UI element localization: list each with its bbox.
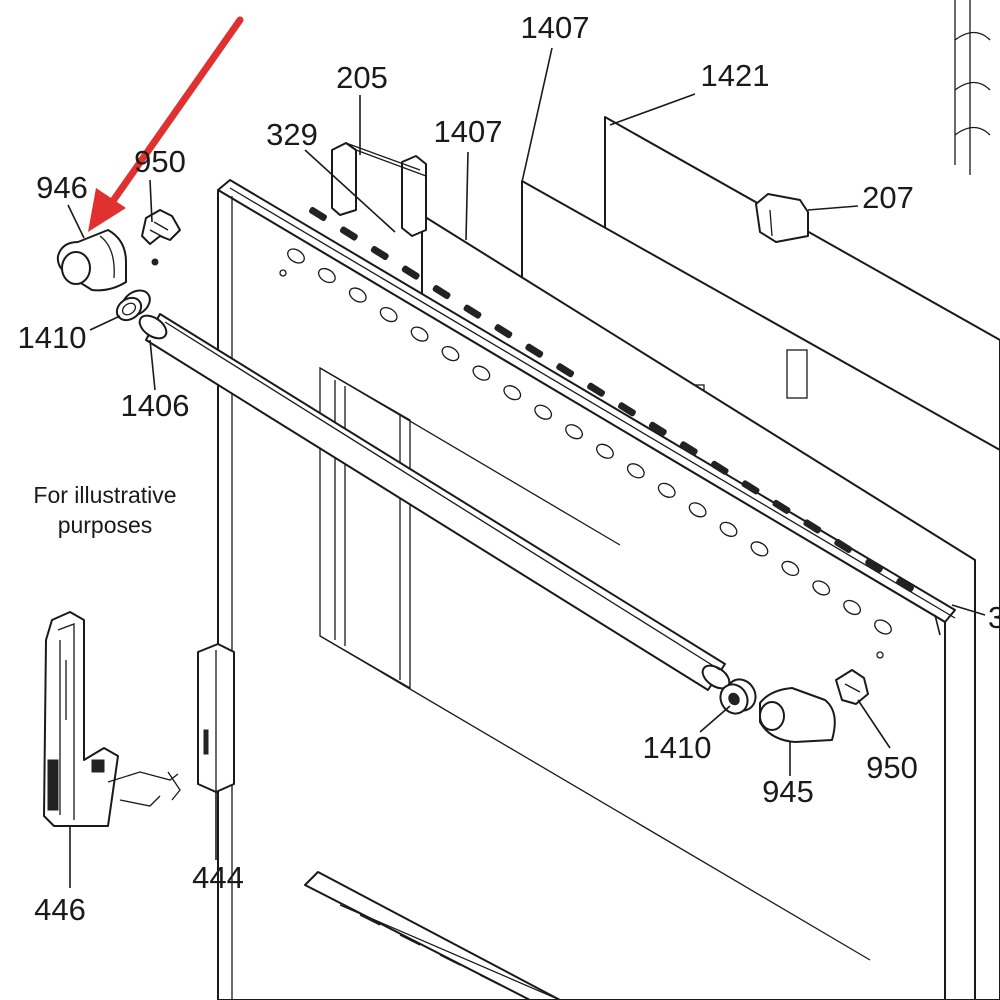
vent-slot xyxy=(617,402,636,417)
vent-slot xyxy=(648,421,667,436)
vent-slot xyxy=(896,577,914,593)
callout-3-partial: 3 xyxy=(988,600,1000,635)
vent-holes xyxy=(287,206,914,635)
bottom-trim-rail xyxy=(304,871,561,1000)
callout-444: 444 xyxy=(192,860,244,895)
callout-329: 329 xyxy=(266,117,318,152)
hinge-clip-950-right xyxy=(835,669,869,705)
vent-hole xyxy=(348,287,367,303)
hinge-clip-950-top xyxy=(141,209,181,266)
callout-1410-right: 1410 xyxy=(643,730,712,765)
vent-slot xyxy=(401,265,420,280)
vent-slot xyxy=(432,285,451,300)
vent-slot xyxy=(556,363,575,378)
callout-950-top: 950 xyxy=(134,144,186,179)
callout-945: 945 xyxy=(762,774,814,809)
vent-slot xyxy=(370,245,389,261)
vent-hole xyxy=(565,424,583,440)
vent-hole xyxy=(657,482,676,498)
bushing-1410-right xyxy=(719,678,757,715)
vent-hole xyxy=(626,463,645,479)
vent-hole xyxy=(874,619,892,635)
vent-slot xyxy=(772,499,791,514)
callout-1407-rear: 1407 xyxy=(521,10,590,45)
callout-446: 446 xyxy=(34,892,86,927)
vent-slot xyxy=(803,519,822,534)
vent-slot xyxy=(309,206,327,222)
callout-946: 946 xyxy=(36,170,88,205)
bushing-1410-left xyxy=(115,289,151,322)
vent-slot xyxy=(741,480,760,495)
vent-hole xyxy=(317,267,336,284)
vent-hole xyxy=(534,404,553,420)
vent-slot xyxy=(587,382,606,397)
vent-slot xyxy=(525,343,544,358)
vent-slot xyxy=(463,304,482,319)
vent-slot xyxy=(865,558,884,573)
illustrative-note-line2: purposes xyxy=(58,512,153,538)
vent-hole xyxy=(379,306,398,323)
vent-hole xyxy=(719,521,738,537)
vent-hole xyxy=(750,541,769,557)
highlight-arrow xyxy=(88,16,244,232)
vent-hole xyxy=(843,599,862,616)
end-cap-945 xyxy=(759,687,836,743)
callout-205: 205 xyxy=(336,60,388,95)
vent-hole xyxy=(410,326,429,342)
end-cap-946 xyxy=(56,229,127,292)
hinge-assembly-446 xyxy=(43,611,181,827)
callout-1406: 1406 xyxy=(121,388,190,423)
right-edge-part xyxy=(954,0,991,175)
vent-hole xyxy=(472,365,491,381)
vent-hole xyxy=(441,346,460,362)
callout-1410-left: 1410 xyxy=(18,320,87,355)
vent-slot xyxy=(339,226,358,241)
callout-207: 207 xyxy=(862,180,914,215)
vent-slot xyxy=(494,324,513,339)
vent-hole xyxy=(503,385,522,401)
callout-950-right: 950 xyxy=(866,750,918,785)
leader-lines xyxy=(67,47,986,888)
vent-slot xyxy=(710,460,729,475)
hinge-bracket-205 xyxy=(331,142,427,237)
vent-hole xyxy=(596,443,614,459)
vent-slot xyxy=(834,538,853,554)
vent-slot xyxy=(679,441,698,456)
illustrative-note-line1: For illustrative xyxy=(33,482,176,508)
callout-1407-front: 1407 xyxy=(434,114,503,149)
vent-hole xyxy=(781,560,800,577)
callout-1421: 1421 xyxy=(701,58,770,93)
vent-hole xyxy=(287,248,305,264)
door-stop-207 xyxy=(755,193,809,243)
vent-hole xyxy=(812,580,831,596)
hinge-channel-444 xyxy=(197,643,235,793)
vent-hole xyxy=(688,502,707,518)
